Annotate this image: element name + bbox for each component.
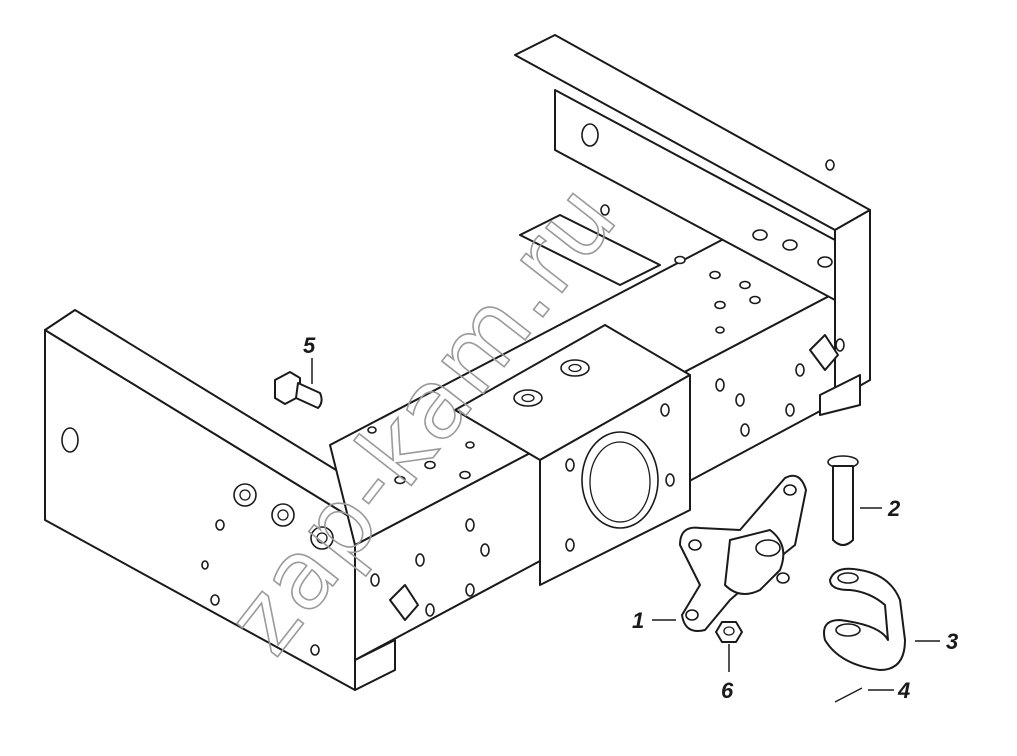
callout-6: 6 (721, 678, 734, 703)
nut (715, 621, 743, 643)
callout-5: 5 (303, 333, 316, 358)
bolt (274, 371, 323, 409)
tow-hitch-body (679, 474, 807, 632)
frame-cross-member (44, 34, 871, 691)
callout-2: 2 (887, 496, 901, 521)
shackle (823, 567, 906, 671)
cotter-pin (834, 687, 863, 703)
callout-1: 1 (632, 608, 644, 633)
hitch-pin (827, 455, 859, 546)
callout-4: 4 (897, 678, 910, 703)
callout-3: 3 (946, 629, 958, 654)
